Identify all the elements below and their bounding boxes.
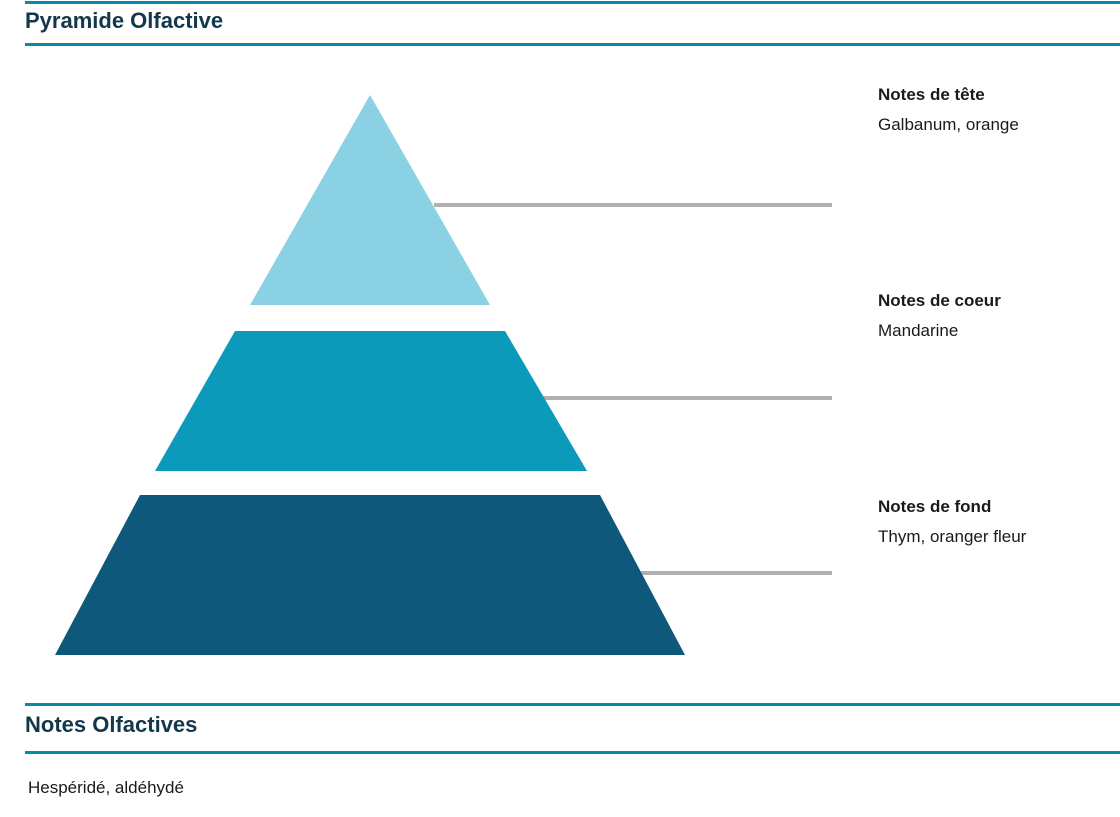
tier-top-name: Notes de tête bbox=[878, 85, 985, 104]
tier-label-top: Notes de tête Galbanum, orange bbox=[878, 84, 1108, 135]
tier-middle-name: Notes de coeur bbox=[878, 291, 1001, 310]
pyramid-section-title: Pyramide Olfactive bbox=[25, 8, 224, 33]
notes-section-title: Notes Olfactives bbox=[25, 712, 198, 737]
tier-bottom-notes: Thym, oranger fleur bbox=[878, 527, 1027, 546]
notes-title-underline bbox=[25, 751, 1120, 754]
pyramid-tier-top bbox=[250, 95, 490, 305]
olfactory-pyramid-diagram bbox=[55, 95, 832, 655]
tier-bottom-name: Notes de fond bbox=[878, 497, 992, 516]
olfactive-notes-value: Hespéridé, aldéhydé bbox=[28, 778, 184, 797]
notes-section-top-rule bbox=[25, 703, 1120, 706]
pyramid-tier-bottom bbox=[55, 495, 685, 655]
tier-top-notes: Galbanum, orange bbox=[878, 115, 1019, 134]
tier-label-bottom: Notes de fond Thym, oranger fleur bbox=[878, 496, 1108, 547]
tier-label-middle: Notes de coeur Mandarine bbox=[878, 290, 1108, 341]
pyramid-title-underline bbox=[25, 43, 1120, 46]
tier-middle-notes: Mandarine bbox=[878, 321, 959, 340]
pyramid-tier-middle bbox=[155, 331, 587, 471]
top-rule bbox=[25, 1, 1120, 4]
